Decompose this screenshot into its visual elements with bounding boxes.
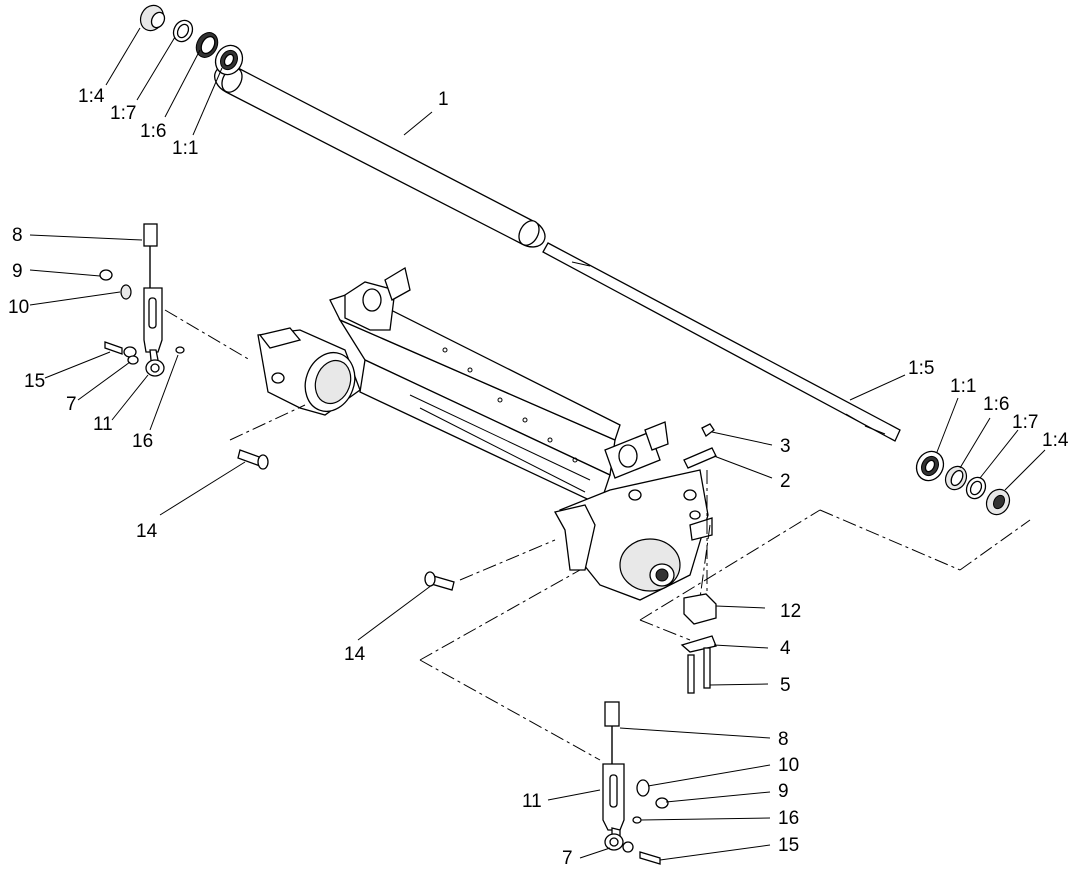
callout-labels: 1 1:4 1:7 1:6 1:1 1:5 1:1 1:6 1:7 1:4 8 … [8, 86, 1069, 869]
label-upper-rod: 11 [93, 414, 113, 435]
label-right-bearing: 1:1 [950, 376, 976, 397]
label-right-washer: 1:7 [1012, 412, 1038, 433]
alignment-lines [164, 309, 1031, 761]
label-lower-washer: 10 [778, 755, 799, 776]
top-left-bearing-stack [139, 4, 244, 76]
label-top-left-washer: 1:7 [110, 103, 136, 124]
upper-left-linkage [99, 223, 185, 377]
label-lower-screw: 15 [778, 835, 799, 856]
label-right-nut: 3 [780, 436, 791, 457]
label-roller: 1 [438, 89, 449, 110]
label-upper-washer: 10 [8, 297, 29, 318]
label-right-seal: 1:6 [983, 394, 1009, 415]
label-right-clamp: 4 [780, 638, 791, 659]
label-lower-rod: 11 [522, 791, 542, 812]
label-upper-pin: 16 [132, 431, 153, 452]
label-top-left-bearing: 1:1 [172, 138, 198, 159]
pins-14 [237, 449, 455, 591]
label-right-block: 12 [780, 601, 801, 622]
label-lower-spacer: 7 [562, 848, 573, 869]
label-upper-spacer: 7 [66, 394, 77, 415]
label-right-bolt: 5 [780, 675, 791, 696]
roller-shaft [542, 242, 901, 442]
label-upper-bolt: 8 [12, 225, 23, 246]
label-top-left-seal: 1:6 [140, 121, 166, 142]
label-lower-nut: 9 [778, 781, 789, 802]
label-upper-screw: 15 [24, 371, 45, 392]
label-right-cap: 1:4 [1042, 430, 1069, 451]
label-right-plate: 2 [780, 471, 791, 492]
label-lower-pin: 16 [778, 808, 799, 829]
lower-linkage [602, 701, 669, 865]
roller-tube [214, 64, 546, 248]
label-shaft: 1:5 [908, 358, 934, 379]
main-frame [257, 266, 713, 601]
right-bearing-stack [915, 450, 1011, 516]
leader-lines [29, 27, 1046, 861]
label-center-pin: 14 [344, 644, 366, 665]
right-clamp-assembly [680, 423, 717, 694]
label-left-pin: 14 [136, 521, 158, 542]
label-top-left-cap: 1:4 [78, 86, 105, 107]
label-upper-nut: 9 [12, 261, 23, 282]
label-lower-bolt: 8 [778, 729, 789, 750]
